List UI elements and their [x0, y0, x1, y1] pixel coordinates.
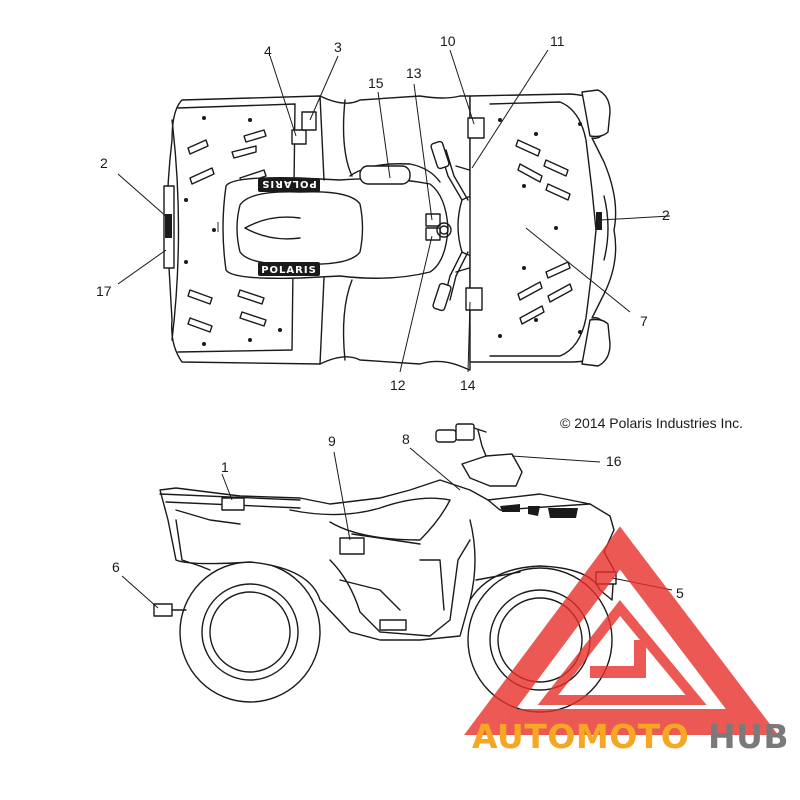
seat-logo-top — [258, 178, 320, 192]
callout-8: 8 — [402, 431, 410, 447]
front-left-wheel-top — [581, 89, 611, 138]
decal-17 — [165, 214, 172, 238]
callout-12: 12 — [390, 377, 406, 393]
callout-17: 17 — [96, 283, 112, 299]
decal-1 — [221, 497, 245, 511]
callout-16: 16 — [606, 453, 622, 469]
watermark-logo — [464, 526, 779, 735]
copyright-text: © 2014 Polaris Industries Inc. — [560, 415, 743, 431]
callout-3: 3 — [334, 39, 342, 55]
decal-13 — [425, 213, 441, 227]
rear-wheel — [179, 561, 321, 703]
callout-labels: 1 2 2 3 4 5 6 7 8 9 10 11 12 13 14 15 16… — [96, 33, 684, 601]
side-body-outline — [159, 479, 615, 641]
decal-4 — [291, 129, 307, 145]
front-right-wheel-top — [581, 318, 611, 367]
side-seat — [289, 497, 451, 516]
seat-logo-bottom — [258, 262, 320, 276]
callout-6: 6 — [112, 559, 120, 575]
brand-decal-bottom: POLARIS — [261, 265, 317, 276]
callout-7: 7 — [640, 313, 648, 329]
decal-2-front — [596, 212, 602, 230]
brand-decal-top: POLARIS — [261, 178, 317, 189]
callout-9: 9 — [328, 433, 336, 449]
callout-14: 14 — [460, 377, 476, 393]
decal-3 — [301, 111, 317, 131]
seat-outline — [222, 177, 449, 279]
side-handlebar-pod — [461, 453, 523, 487]
footrest — [379, 619, 407, 631]
callout-10: 10 — [440, 33, 456, 49]
callout-11: 11 — [550, 33, 565, 49]
atv-side-view — [153, 423, 617, 713]
callout-1: 1 — [221, 459, 229, 475]
decal-9 — [339, 537, 365, 555]
watermark-text-primary: AUTOMOTO — [472, 717, 689, 756]
watermark-text-secondary: HUB — [708, 717, 789, 756]
front-rack-slots — [515, 139, 573, 325]
rear-rack-bolts — [184, 116, 282, 346]
callout-5: 5 — [676, 585, 684, 601]
front-bumper — [603, 195, 609, 261]
decal-14 — [465, 287, 483, 311]
callout-15: 15 — [368, 75, 384, 91]
decal-6 — [153, 603, 173, 617]
callout-13: 13 — [406, 65, 422, 81]
fuel-cap — [436, 222, 452, 238]
callout-4: 4 — [264, 43, 272, 59]
front-rack-bolts — [498, 118, 582, 338]
callout-2-front: 2 — [662, 207, 670, 223]
decal-10 — [467, 117, 485, 139]
side-grip — [435, 429, 457, 443]
callout-2-rear: 2 — [100, 155, 108, 171]
atv-top-view: POLARIS POLARIS — [163, 89, 617, 371]
